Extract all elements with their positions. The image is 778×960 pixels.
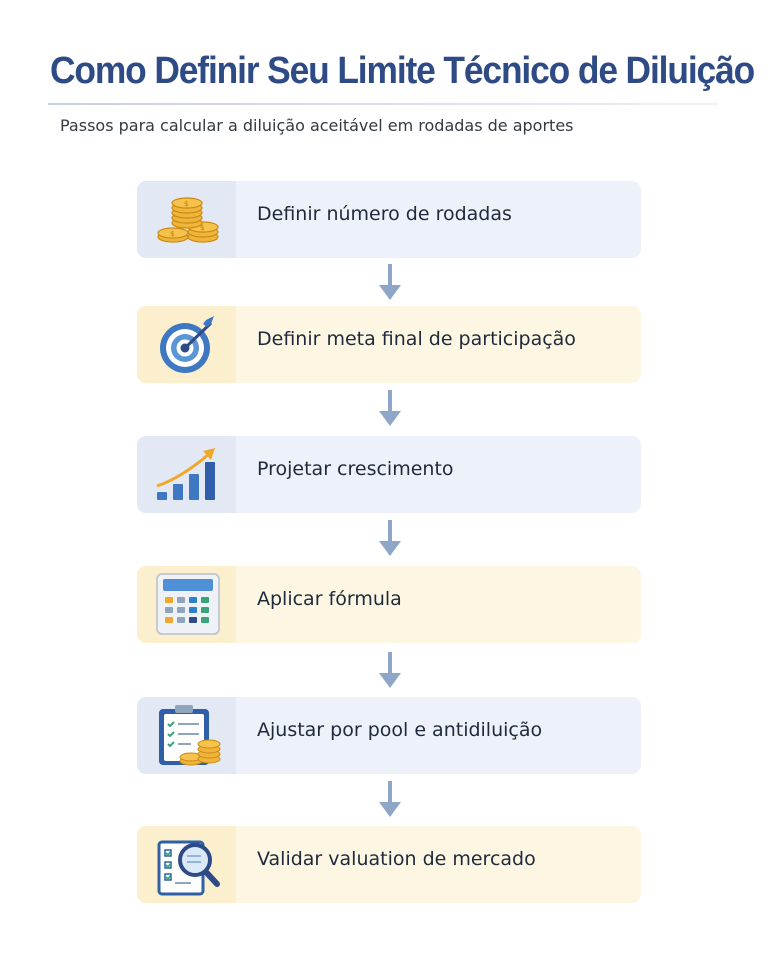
step-icon-panel xyxy=(137,826,236,903)
step-card-6: Validar valuation de mercado xyxy=(137,826,641,903)
arrow-down-icon xyxy=(379,781,401,817)
page-title: Como Definir Seu Limite Técnico de Dilui… xyxy=(50,50,755,92)
step-label: Definir número de rodadas xyxy=(257,203,512,225)
step-card-5: Ajustar por pool e antidiluição xyxy=(137,697,641,774)
svg-text:$: $ xyxy=(170,230,174,238)
step-icon-panel xyxy=(137,697,236,774)
coins-stack-icon: $ $ $ xyxy=(157,197,219,243)
step-card-3: Projetar crescimento xyxy=(137,436,641,513)
step-card-4: Aplicar fórmula xyxy=(137,566,641,643)
step-label: Projetar crescimento xyxy=(257,458,454,480)
checklist-magnifier-icon xyxy=(157,840,220,896)
arrow-down-icon xyxy=(379,264,401,300)
step-icon-panel xyxy=(137,436,236,513)
step-icon-panel: $ $ $ xyxy=(137,181,236,258)
step-card-1: $ $ $ Definir número de rodadas xyxy=(137,181,641,258)
step-label: Aplicar fórmula xyxy=(257,588,402,610)
step-label: Ajustar por pool e antidiluição xyxy=(257,719,543,741)
svg-text:$: $ xyxy=(200,224,204,232)
svg-text:$: $ xyxy=(184,200,188,208)
step-label: Validar valuation de mercado xyxy=(257,848,536,870)
step-icon-panel xyxy=(137,566,236,643)
calculator-icon xyxy=(156,573,220,635)
step-icon-panel xyxy=(137,306,236,383)
arrow-down-icon xyxy=(379,652,401,688)
title-divider xyxy=(48,103,718,105)
arrow-down-icon xyxy=(379,520,401,556)
growth-chart-icon xyxy=(156,448,215,500)
step-label: Definir meta final de participação xyxy=(257,328,576,350)
arrow-down-icon xyxy=(379,390,401,426)
step-card-2: Definir meta final de participação xyxy=(137,306,641,383)
target-icon xyxy=(160,316,214,373)
clipboard-coins-icon xyxy=(159,705,221,766)
page-subtitle: Passos para calcular a diluição aceitáve… xyxy=(60,116,574,135)
